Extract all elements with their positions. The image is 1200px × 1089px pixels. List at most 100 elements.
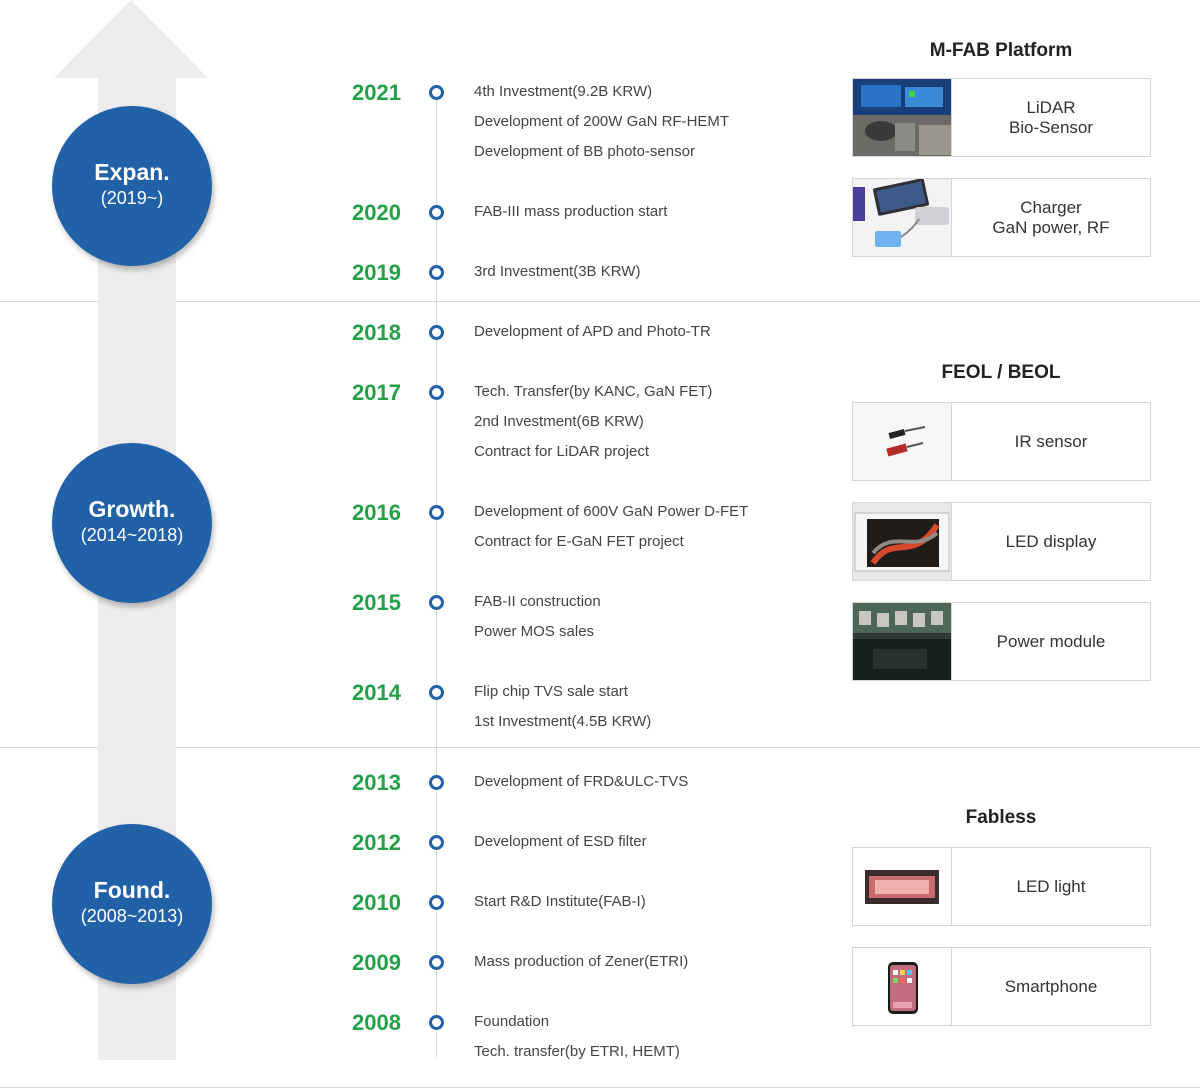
product-label-line: Power module: [996, 631, 1106, 651]
product-label-line: LED display: [1005, 531, 1097, 551]
timeline-events: Start R&D Institute(FAB-I): [474, 887, 646, 917]
era-circle-found: Found. (2008~2013): [52, 824, 212, 984]
era-circle-growth: Growth. (2014~2018): [52, 443, 212, 603]
led-display-image: [853, 503, 952, 580]
product-label: Smartphone: [952, 948, 1150, 1025]
timeline-event: Tech. Transfer(by KANC, GaN FET): [474, 383, 713, 400]
timeline-events: Tech. Transfer(by KANC, GaN FET) 2nd Inve…: [474, 377, 712, 467]
timeline-year: 2017: [352, 380, 401, 405]
timeline-events: 4th Investment(9.2B KRW) Development of 2…: [474, 77, 729, 167]
timeline-event: 2nd Investment(6B KRW): [474, 413, 644, 430]
product-card-power-module: Power module: [852, 602, 1151, 681]
timeline-event: Tech. transfer(by ETRI, HEMT): [474, 1043, 680, 1060]
era-range: (2019~): [100, 188, 164, 208]
timeline-dot-icon: [429, 85, 444, 100]
era-range: (2014~2018): [80, 525, 184, 545]
timeline-year: 2009: [352, 950, 401, 975]
timeline-year: 2021: [352, 80, 401, 105]
led-light-image: [853, 848, 952, 925]
product-card-led-display: LED display: [852, 502, 1151, 581]
product-label-line: Bio-Sensor: [1008, 117, 1094, 137]
car-dashboard-image: [853, 79, 952, 156]
timeline-events: Development of APD and Photo-TR: [474, 317, 711, 347]
product-label-line: LiDAR: [1026, 97, 1076, 117]
product-label-line: GaN power, RF: [992, 217, 1110, 237]
timeline-dot-icon: [429, 835, 444, 850]
timeline-dot-icon: [429, 955, 444, 970]
timeline-event: Development of FRD&ULC-TVS: [474, 773, 689, 790]
timeline-events: FAB-III mass production start: [474, 197, 667, 227]
divider-bottom: [0, 1087, 1200, 1088]
charger-image: [853, 179, 952, 256]
timeline-event: Contract for E-GaN FET project: [474, 533, 684, 550]
timeline-events: Development of 600V GaN Power D-FET Contr…: [474, 497, 748, 557]
timeline-events: Mass production of Zener(ETRI): [474, 947, 688, 977]
product-label: LED display: [952, 503, 1150, 580]
timeline-event: Development of 200W GaN RF-HEMT: [474, 113, 730, 130]
timeline-event: Development of 600V GaN Power D-FET: [474, 503, 749, 520]
timeline-dot-icon: [429, 685, 444, 700]
divider-growth-found: [0, 747, 1200, 748]
timeline-event: Foundation: [474, 1013, 550, 1030]
timeline-event: Development of APD and Photo-TR: [474, 323, 711, 340]
timeline-year: 2013: [352, 770, 401, 795]
product-label: Charger GaN power, RF: [952, 179, 1150, 256]
section-title-mfab: M-FAB Platform: [929, 40, 1073, 61]
timeline-year: 2018: [352, 320, 401, 345]
timeline-event: Development of BB photo-sensor: [474, 143, 695, 160]
timeline-dot-icon: [429, 265, 444, 280]
timeline-events: 3rd Investment(3B KRW): [474, 257, 640, 287]
era-range: (2008~2013): [80, 906, 184, 926]
timeline-year: 2010: [352, 890, 401, 915]
timeline-axis: [436, 92, 437, 1057]
timeline-event: Start R&D Institute(FAB-I): [474, 893, 646, 910]
timeline-year: 2020: [352, 200, 401, 225]
timeline-dot-icon: [429, 325, 444, 340]
timeline-event: 3rd Investment(3B KRW): [474, 263, 641, 280]
timeline-dot-icon: [429, 775, 444, 790]
product-label-line: Charger: [1020, 197, 1082, 217]
timeline-year: 2008: [352, 1010, 401, 1035]
timeline-dot-icon: [429, 595, 444, 610]
divider-expansion-growth: [0, 301, 1200, 302]
timeline-dot-icon: [429, 505, 444, 520]
era-name: Expan.: [94, 159, 170, 185]
timeline-dot-icon: [429, 1015, 444, 1030]
product-label: IR sensor: [952, 403, 1150, 480]
arrow-head: [54, 0, 208, 78]
power-module-image: [853, 603, 952, 680]
timeline-event: 4th Investment(9.2B KRW): [474, 83, 653, 100]
smartphone-image: [853, 948, 952, 1025]
timeline-event: FAB-III mass production start: [474, 203, 668, 220]
timeline-event: Flip chip TVS sale start: [474, 683, 628, 700]
timeline-year: 2014: [352, 680, 401, 705]
timeline-events: Development of FRD&ULC-TVS: [474, 767, 688, 797]
timeline-event: Mass production of Zener(ETRI): [474, 953, 689, 970]
timeline-year: 2019: [352, 260, 401, 285]
product-card-charger: Charger GaN power, RF: [852, 178, 1151, 257]
timeline-dot-icon: [429, 895, 444, 910]
timeline-event: FAB-II construction: [474, 593, 601, 610]
ir-sensor-image: [853, 403, 952, 480]
product-label: LED light: [952, 848, 1150, 925]
product-label-line: Smartphone: [1004, 976, 1098, 996]
era-circle-expansion: Expan. (2019~): [52, 106, 212, 266]
product-card-lidar: LiDAR Bio-Sensor: [852, 78, 1151, 157]
product-card-smartphone: Smartphone: [852, 947, 1151, 1026]
timeline-event: Contract for LiDAR project: [474, 443, 650, 460]
timeline-event: 1st Investment(4.5B KRW): [474, 713, 652, 730]
product-label: Power module: [952, 603, 1150, 680]
timeline-event: Power MOS sales: [474, 623, 595, 640]
section-title-feol-beol: FEOL / BEOL: [941, 362, 1061, 383]
timeline-year: 2012: [352, 830, 401, 855]
timeline-events: Development of ESD filter: [474, 827, 647, 857]
section-title-fabless: Fabless: [965, 807, 1037, 828]
product-card-led-light: LED light: [852, 847, 1151, 926]
timeline-year: 2016: [352, 500, 401, 525]
timeline-year: 2015: [352, 590, 401, 615]
product-card-ir-sensor: IR sensor: [852, 402, 1151, 481]
timeline-event: Development of ESD filter: [474, 833, 647, 850]
product-label: LiDAR Bio-Sensor: [952, 79, 1150, 156]
